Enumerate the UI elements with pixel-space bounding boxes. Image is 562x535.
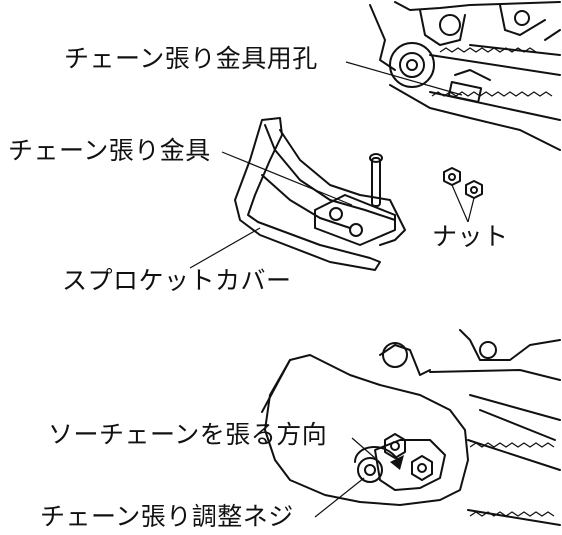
- leader-line-tension-direction: [351, 437, 376, 459]
- leader-line-adjuster-hole: [345, 61, 463, 96]
- leader-line-nut-a: [451, 184, 469, 223]
- label-chain-adjuster: チェーン張り金具: [8, 136, 211, 165]
- label-tension-screw: チェーン張り調整ネジ: [40, 502, 294, 531]
- label-nuts: ナット: [432, 222, 509, 251]
- label-sprocket-cover: スプロケットカバー: [62, 266, 292, 295]
- sprocket-cover: [234, 117, 406, 271]
- saw-body-top: [369, 1, 561, 151]
- leader-line-tension-screw: [314, 477, 365, 518]
- leader-line-sprocket-cover: [189, 227, 261, 269]
- rotation-arrowhead: [390, 455, 404, 470]
- leader-line-nut-b: [467, 197, 475, 223]
- label-chain-adjuster-hole: チェーン張り金具用孔: [64, 44, 318, 73]
- label-tension-direction: ソーチェーンを張る方向: [48, 420, 328, 449]
- leader-line-adjuster: [221, 151, 353, 206]
- nut-pair: [443, 167, 483, 199]
- saw-assembly-bottom: [261, 329, 561, 526]
